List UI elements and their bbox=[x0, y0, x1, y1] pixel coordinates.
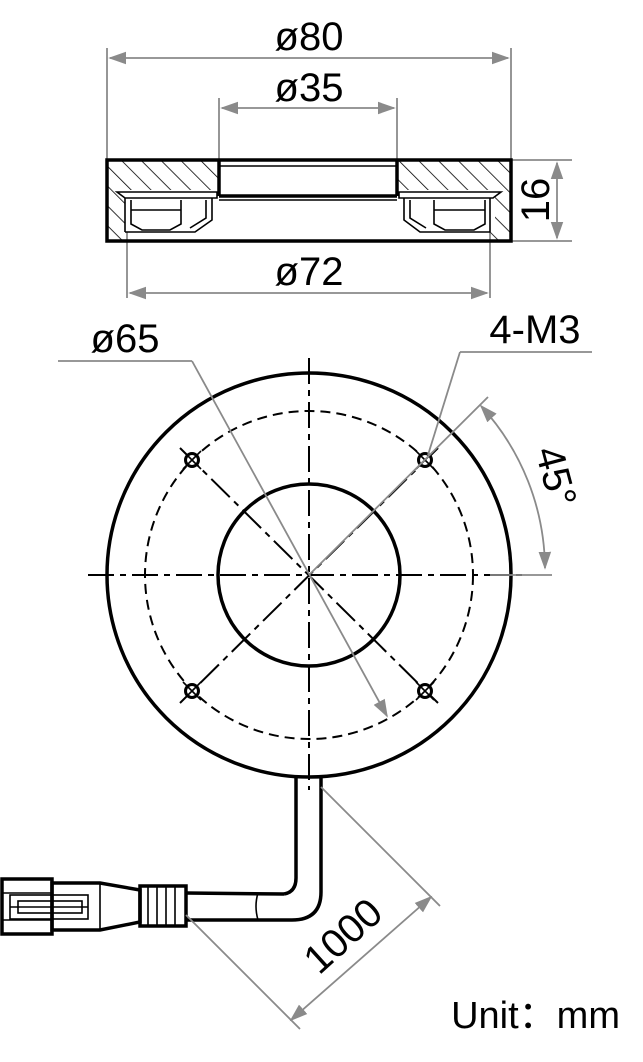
angle-arc bbox=[479, 404, 552, 570]
dim-height: 16 bbox=[514, 178, 558, 223]
screw-hole-icon bbox=[182, 450, 202, 470]
dim-inner-diameter: ø35 bbox=[275, 66, 344, 110]
screw-hole-icon bbox=[182, 681, 202, 701]
side-section-view: ø80 ø35 ø72 16 bbox=[105, 15, 572, 300]
unit-label: Unit：mm bbox=[451, 995, 620, 1037]
top-view: ø65 4-M3 45° bbox=[58, 308, 592, 790]
cable-assembly: 1000 bbox=[0, 777, 441, 1030]
leader-holes bbox=[427, 351, 461, 456]
dim-line-cable bbox=[289, 895, 433, 1022]
dim-mount-diameter: ø72 bbox=[275, 250, 344, 294]
dim-outer-diameter: ø80 bbox=[275, 15, 344, 59]
dim-circle-diameter: ø65 bbox=[91, 317, 160, 361]
dim-cable-length: 1000 bbox=[296, 890, 392, 982]
dim-holes: 4-M3 bbox=[489, 308, 580, 352]
screw-hole-icon bbox=[415, 681, 435, 701]
dim-line-circle bbox=[191, 360, 388, 718]
